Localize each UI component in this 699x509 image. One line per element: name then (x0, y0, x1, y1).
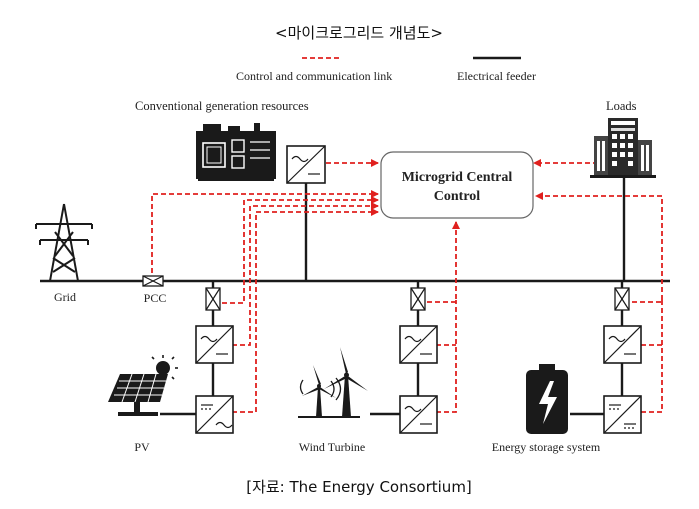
diagram-title: <마이크로그리드 개념도> (275, 24, 443, 42)
wind-turbine-icon (298, 347, 368, 418)
wind-breaker (410, 287, 426, 311)
converter-wind-lower (399, 395, 438, 434)
loads-label: Loads (606, 99, 637, 113)
wind-label: Wind Turbine (299, 440, 366, 454)
pcc-label: PCC (144, 291, 167, 305)
control-links (151, 159, 663, 413)
converter-pv-upper (195, 325, 234, 364)
storage-breaker (614, 287, 630, 311)
converter-storage-lower (603, 395, 642, 434)
source-caption: [자료: The Energy Consortium] (246, 478, 472, 496)
converter-pv-lower (195, 395, 234, 434)
converter-conventional (286, 145, 326, 184)
legend-control-link-label: Control and communication link (236, 69, 392, 83)
grid-label: Grid (54, 290, 76, 304)
microgrid-central-control: Microgrid Central Control (380, 151, 534, 219)
transmission-tower-icon (35, 203, 93, 282)
control-label-line1: Microgrid Central (402, 170, 513, 185)
pv-label: PV (134, 440, 150, 454)
pv-breaker (205, 287, 221, 311)
buildings-icon (590, 118, 656, 178)
generator-icon (196, 123, 276, 181)
legend: Control and communication link Electrica… (236, 56, 536, 83)
storage-label: Energy storage system (492, 440, 601, 454)
converter-wind-upper (399, 325, 438, 364)
pcc-breaker (142, 275, 164, 287)
control-label-line2: Control (434, 189, 481, 204)
legend-feeder-label: Electrical feeder (457, 69, 536, 83)
solar-panel-icon (108, 355, 178, 416)
conventional-label: Conventional generation resources (135, 99, 309, 113)
battery-icon (526, 364, 568, 434)
converter-storage-upper (603, 325, 642, 364)
